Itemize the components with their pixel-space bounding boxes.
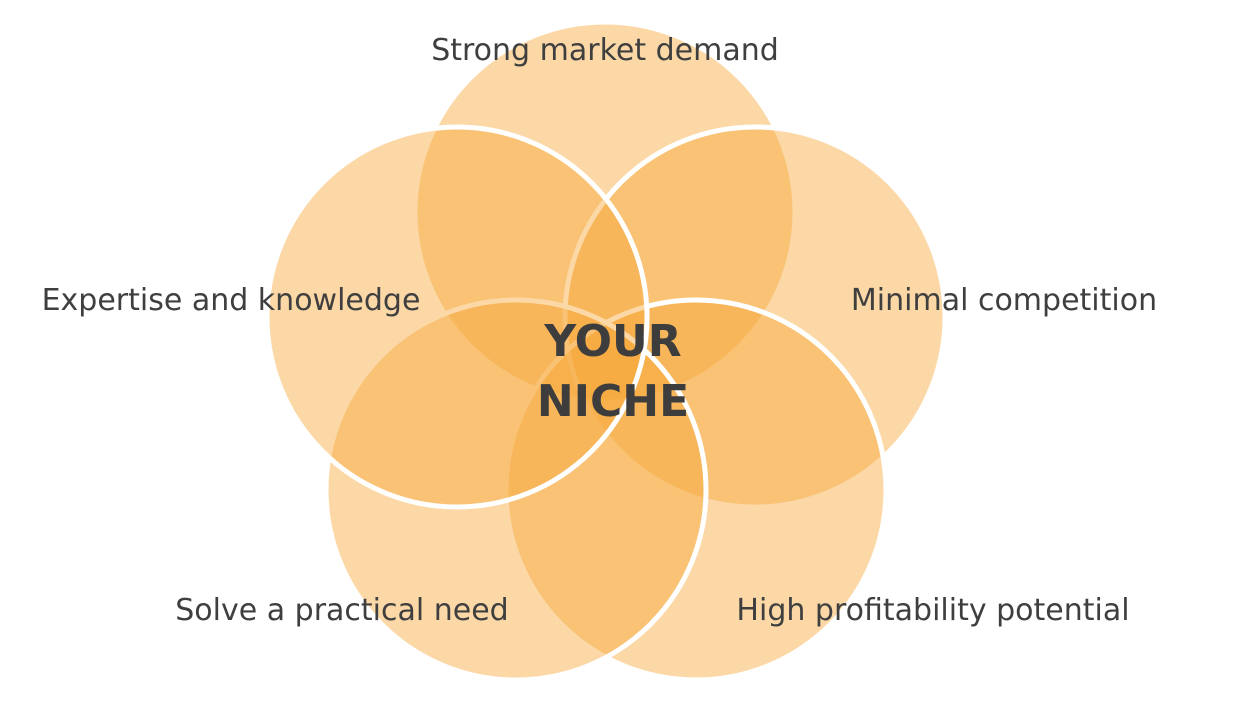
label-expertise-and-knowledge: Expertise and knowledge <box>42 283 421 318</box>
label-high-profitability-potential: High profitability potential <box>736 593 1129 628</box>
petal-strong-market-demand <box>412 19 798 405</box>
label-minimal-competition: Minimal competition <box>851 283 1157 318</box>
center-label-your: YOUR <box>543 316 681 367</box>
petal-expertise-and-knowledge <box>264 124 650 510</box>
center-label-niche: NICHE <box>537 376 689 427</box>
label-solve-practical-need: Solve a practical need <box>175 593 508 628</box>
petal-high-profitability-potential <box>503 297 889 683</box>
petal-solve-practical-need <box>323 297 709 683</box>
petal-minimal-competition <box>562 124 948 510</box>
label-strong-market-demand: Strong market demand <box>431 33 779 68</box>
